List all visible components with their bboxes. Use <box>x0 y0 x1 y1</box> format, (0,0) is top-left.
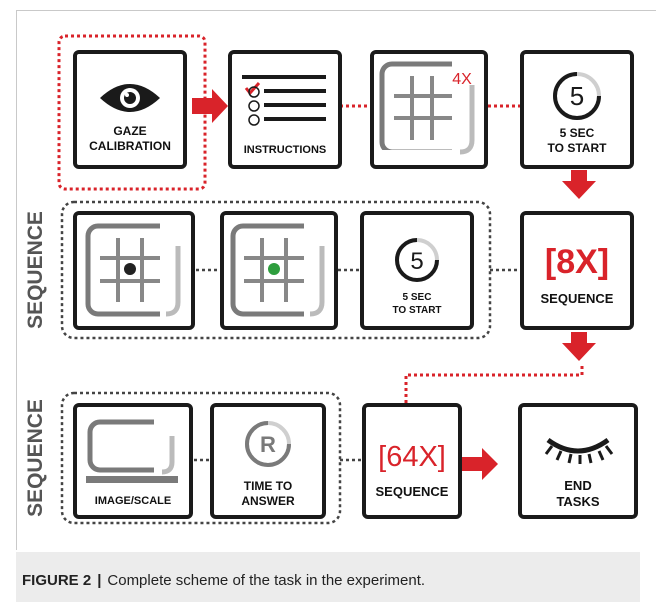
gaze-label-line2: CALIBRATION <box>89 139 171 153</box>
end-tasks-box <box>518 403 638 519</box>
sequence-8x-label: SEQUENCE <box>541 291 614 306</box>
countdown-box <box>520 50 634 169</box>
checklist-icon <box>242 75 326 126</box>
grid-green-dot-icon <box>230 222 330 318</box>
end-tasks-line2: TASKS <box>556 494 599 509</box>
sequence-64x-badge: [64X] <box>378 441 446 473</box>
grid-4x-badge: 4X <box>452 71 472 88</box>
answer-icon-letter: R <box>260 432 276 457</box>
arrow-countdown-8x <box>562 170 596 199</box>
arrow-64x-end <box>462 448 498 480</box>
monitor-icon <box>86 418 178 483</box>
side-label-sequence-row2: SEQUENCE <box>24 211 47 329</box>
sequence-64x-label: SEQUENCE <box>376 484 449 499</box>
countdown-small-number: 5 <box>410 248 423 275</box>
countdown-number: 5 <box>570 81 584 111</box>
sequence-8x-badge: [8X] <box>545 243 609 281</box>
countdown-small-label-line2: TO START <box>392 305 441 316</box>
figure-frame <box>16 10 656 550</box>
sequence-64x-box <box>362 403 462 519</box>
eye-icon <box>100 84 160 112</box>
figure-caption: FIGURE 2 | Complete scheme of the task in … <box>22 572 425 589</box>
sequence-group-row2 <box>60 200 492 340</box>
countdown-small-label-line1: 5 SEC <box>403 292 432 303</box>
countdown-label-line2: TO START <box>548 141 608 155</box>
caption-separator: | <box>97 572 102 589</box>
countdown-label-line1: 5 SEC <box>560 126 595 140</box>
time-to-answer-line1: TIME TO <box>244 479 292 493</box>
answer-timer-icon <box>245 421 291 467</box>
sequence-8x-box <box>520 211 634 330</box>
end-tasks-line1: END <box>564 478 591 493</box>
gaze-label-line1: GAZE <box>113 124 146 138</box>
arrow-calibration-instructions <box>192 89 228 123</box>
sequence-group-row3 <box>60 391 342 525</box>
task-scheme-diagram: GAZE CALIBRATION INSTRUCTIONS 4X 5 5 SEC… <box>24 34 638 525</box>
countdown-small-box <box>360 211 474 330</box>
countdown-timer-icon <box>553 72 601 120</box>
arrow-8x-down <box>562 332 596 361</box>
figure-number: FIGURE 2 <box>22 572 92 589</box>
instructions-label: INSTRUCTIONS <box>244 144 327 156</box>
side-label-sequence-row3: SEQUENCE <box>24 399 47 517</box>
image-scale-label: IMAGE/SCALE <box>95 495 171 507</box>
instructions-box <box>228 50 342 169</box>
calibration-highlight-group <box>57 34 207 191</box>
caption-bar <box>0 552 640 602</box>
grid-black-dot-icon <box>85 222 186 318</box>
grid-screen-icon <box>379 60 480 160</box>
time-to-answer-line2: ANSWER <box>241 494 295 508</box>
countdown-small-timer-icon <box>395 238 439 282</box>
closed-eye-icon <box>544 437 614 464</box>
time-to-answer-box <box>210 403 326 519</box>
connector-8x-64x <box>404 366 584 405</box>
caption-text: Complete scheme of the task in the exper… <box>107 572 426 589</box>
